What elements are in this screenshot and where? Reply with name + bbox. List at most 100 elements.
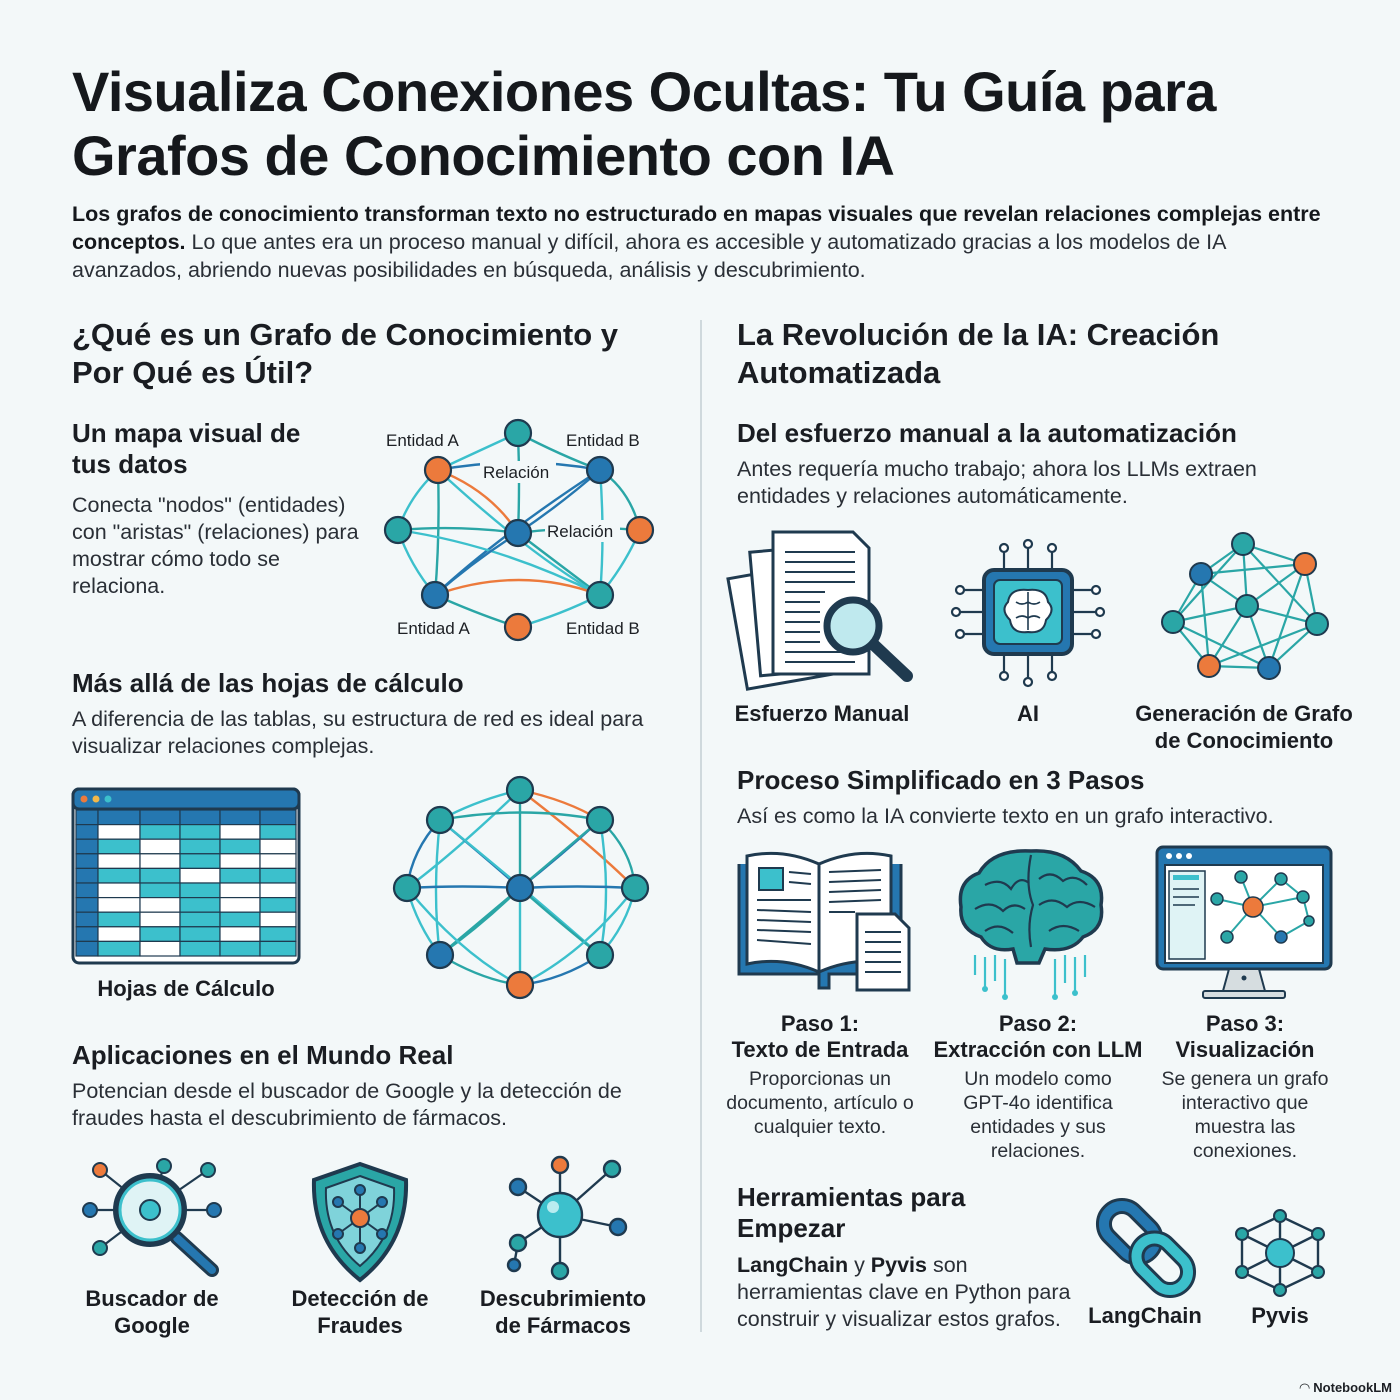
spreadsheet-cell [179, 926, 221, 943]
spreadsheet-cell [75, 823, 99, 840]
manual-effort-label: Esfuerzo Manual [734, 701, 910, 726]
spreadsheet-cell [259, 853, 297, 870]
label-relation-2: Relación [547, 522, 613, 541]
spreadsheet-caption: Hojas de Cálculo [97, 976, 275, 1001]
spreadsheet-cell [97, 853, 141, 870]
footer-brand: NotebookLM [1313, 1380, 1392, 1395]
label-entity-a-bottom: Entidad A [397, 619, 470, 638]
spreadsheet-cell [75, 896, 99, 913]
app-label-google: Buscador de Google [85, 1286, 219, 1338]
spreadsheet-cell [139, 926, 181, 943]
spreadsheet-cell [179, 940, 221, 957]
spreadsheet-cell [219, 940, 261, 957]
spreadsheet-cell [219, 896, 261, 913]
spreadsheet-cell [179, 911, 221, 928]
spreadsheet-cell [179, 853, 221, 870]
search-network-icon [82, 1158, 222, 1277]
spreadsheet-cell [139, 823, 181, 840]
step-1-number: Paso 1: [780, 1011, 860, 1036]
kg-generation-label: Generación de Grafo de Conocimiento [1135, 701, 1353, 753]
visual-map-title: Un mapa visual de tus datos [72, 418, 301, 479]
spreadsheet-cell [75, 926, 99, 943]
spreadsheet-cell [139, 853, 181, 870]
spreadsheet-cell [259, 838, 297, 855]
spreadsheet-cell [259, 926, 297, 943]
pyvis-label: Pyvis [1251, 1303, 1309, 1328]
spreadsheet-cell [97, 911, 141, 928]
knowledge-graph-diagram: Entidad A Entidad B Relación Relación En… [383, 418, 655, 642]
manual-to-auto-text: Antes requería mucho trabajo; ahora los … [737, 457, 1257, 508]
label-entity-b-top: Entidad B [566, 431, 640, 450]
spreadsheet-cell [179, 838, 221, 855]
spreadsheet-cell [97, 896, 141, 913]
spreadsheet-cell [75, 882, 99, 899]
ai-chip-icon [950, 538, 1106, 688]
spreadsheet-cell [179, 823, 221, 840]
hex-network-icon [1235, 1209, 1325, 1297]
spreadsheet-cell [179, 882, 221, 899]
tools-bold-langchain: LangChain [737, 1253, 849, 1277]
spreadsheets-title: Más allá de las hojas de cálculo [72, 668, 464, 698]
documents-magnifier-icon [726, 530, 913, 691]
spreadsheet-cell [75, 809, 99, 826]
spreadsheet-cell [139, 911, 181, 928]
spreadsheets-text: A diferencia de las tablas, su estructur… [72, 707, 644, 758]
spreadsheet-cell [219, 882, 261, 899]
langchain-label: LangChain [1088, 1303, 1202, 1328]
spreadsheet-cell [139, 867, 181, 884]
ai-label: AI [1017, 701, 1039, 726]
notebooklm-logo: ◠ NotebookLM [1300, 1380, 1392, 1396]
step-2-name: Extracción con LLM [933, 1037, 1143, 1062]
spreadsheet-cell [75, 853, 99, 870]
shield-network-icon [311, 1161, 409, 1283]
tools-text: LangChain y Pyvis son herramientas clave… [737, 1252, 1077, 1333]
spreadsheet-cell [75, 867, 99, 884]
spreadsheet-cell [97, 926, 141, 943]
network-comparison-diagram [392, 775, 650, 1000]
manual-to-auto-title: Del esfuerzo manual a la automatización [737, 418, 1237, 448]
label-entity-b-bottom: Entidad B [566, 619, 640, 638]
step-2-desc: Un modelo como GPT-4o identifica entidad… [963, 1068, 1113, 1162]
app-label-fraud: Detección de Fraudes [291, 1286, 429, 1338]
spreadsheet-cell [219, 809, 261, 826]
intro-paragraph: Los grafos de conocimiento transforman t… [72, 200, 1332, 284]
spreadsheet-cell [259, 809, 297, 826]
graph-network-icon [1161, 532, 1329, 680]
spreadsheet-cell [97, 867, 141, 884]
open-book-icon [737, 851, 911, 992]
spreadsheet-cell [139, 940, 181, 957]
spreadsheet-cell [219, 838, 261, 855]
spreadsheet-cell [219, 926, 261, 943]
spreadsheet-cell [75, 911, 99, 928]
step-3-number: Paso 3: [1205, 1011, 1285, 1036]
spreadsheet-cell [97, 882, 141, 899]
spreadsheet-cell [97, 823, 141, 840]
spreadsheet-cell [97, 809, 141, 826]
spreadsheet-cell [259, 911, 297, 928]
tools-title: Herramientas para Empezar [737, 1182, 966, 1243]
brain-circuit-icon [958, 849, 1104, 1000]
spreadsheet-icon [71, 787, 301, 965]
molecule-icon [506, 1155, 628, 1281]
step-3-name: Visualización [1175, 1037, 1315, 1062]
spreadsheet-cell [179, 896, 221, 913]
monitor-graph-icon [1155, 845, 1333, 999]
left-heading: ¿Qué es un Grafo de Conocimiento y Por Q… [72, 317, 619, 390]
spreadsheet-cell [179, 809, 221, 826]
spreadsheet-cell [219, 911, 261, 928]
intro-bold: Los grafos de conocimiento transforman t… [72, 202, 1321, 254]
spreadsheet-cell [259, 867, 297, 884]
spreadsheet-cell [97, 940, 141, 957]
step-1-name: Texto de Entrada [731, 1037, 909, 1062]
intro-rest: Lo que antes era un proceso manual y dif… [72, 230, 1226, 282]
tools-text-mid: y [848, 1253, 871, 1277]
spreadsheet-cell [97, 838, 141, 855]
step-3-desc: Se genera un grafo interactivo que muest… [1161, 1068, 1329, 1162]
tools-bold-pyvis: Pyvis [870, 1253, 927, 1277]
spreadsheet-cell [219, 867, 261, 884]
process-text: Así es como la IA convierte texto en un … [737, 804, 1274, 828]
applications-text: Potencian desde el buscador de Google y … [72, 1079, 622, 1130]
right-heading: La Revolución de la IA: Creación Automat… [737, 317, 1220, 390]
spreadsheet-cell [179, 867, 221, 884]
step-1-desc: Proporcionas un documento, artículo o cu… [726, 1068, 914, 1138]
